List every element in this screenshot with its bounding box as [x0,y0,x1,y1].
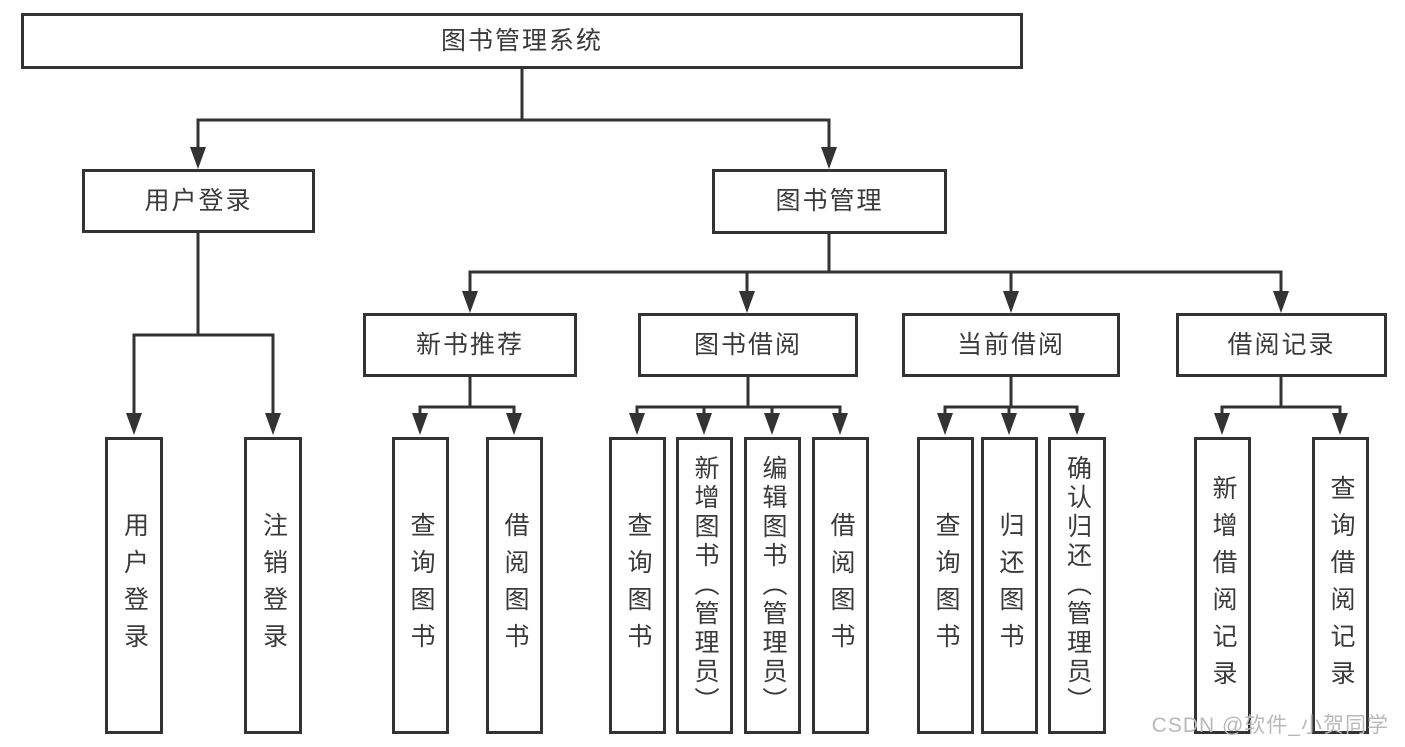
leaf-query-borrow-record-label: 查询借阅记录 [1327,474,1355,697]
leaf-query-books-current-label: 查询图书 [932,511,960,660]
node-borrow-records: 借阅记录 [1176,313,1387,377]
node-root-system: 图书管理系统 [21,13,1023,69]
leaf-add-borrow-record-label: 新增借阅记录 [1209,474,1237,697]
node-user-login-label: 用户登录 [144,186,253,215]
leaf-query-books-current: 查询图书 [917,437,974,734]
leaf-logout-label: 注销登录 [259,511,288,660]
node-current-borrowing: 当前借阅 [902,313,1120,377]
node-book-management-label: 图书管理 [775,187,884,215]
leaf-user-login: 用户登录 [105,437,163,734]
node-borrow-records-label: 借阅记录 [1227,330,1336,359]
leaf-add-book-admin: 新增图书（管理员） [676,437,733,734]
leaf-query-books-borrow: 查询图书 [609,437,666,734]
node-new-book-recommend: 新书推荐 [363,313,577,377]
csdn-watermark: CSDN @软件_小贺同学 [1151,714,1389,737]
leaf-borrow-books: 借阅图书 [812,437,869,734]
leaf-add-borrow-record: 新增借阅记录 [1194,437,1251,734]
leaf-add-book-admin-label: 新增图书（管理员） [691,455,719,716]
node-new-book-recommend-label: 新书推荐 [415,330,524,359]
leaf-borrow-books-recommend: 借阅图书 [486,437,543,734]
leaf-edit-book-admin: 编辑图书（管理员） [744,437,801,734]
node-current-borrowing-label: 当前借阅 [956,330,1065,359]
node-book-borrowing-label: 图书借阅 [693,330,802,359]
leaf-query-books-recommend-label: 查询图书 [407,511,435,660]
leaf-query-books-recommend: 查询图书 [392,437,449,734]
leaf-confirm-return-admin-label: 确认归还（管理员） [1063,455,1092,716]
leaf-query-borrow-record: 查询借阅记录 [1312,437,1369,734]
arrowheads [126,147,1348,435]
leaf-return-book: 归还图书 [981,437,1038,734]
leaf-edit-book-admin-label: 编辑图书（管理员） [759,455,787,716]
leaf-query-books-borrow-label: 查询图书 [624,511,652,660]
node-user-login-branch: 用户登录 [82,169,315,233]
leaf-return-book-label: 归还图书 [996,511,1024,660]
leaf-borrow-books-label: 借阅图书 [827,511,855,660]
node-root-label: 图书管理系统 [440,26,603,55]
node-book-management-branch: 图书管理 [712,169,947,234]
leaf-confirm-return-admin: 确认归还（管理员） [1048,437,1106,734]
leaf-user-login-label: 用户登录 [120,511,149,660]
node-book-borrowing: 图书借阅 [638,313,858,377]
leaf-borrow-books-recommend-label: 借阅图书 [501,511,529,660]
leaf-logout: 注销登录 [244,437,302,734]
